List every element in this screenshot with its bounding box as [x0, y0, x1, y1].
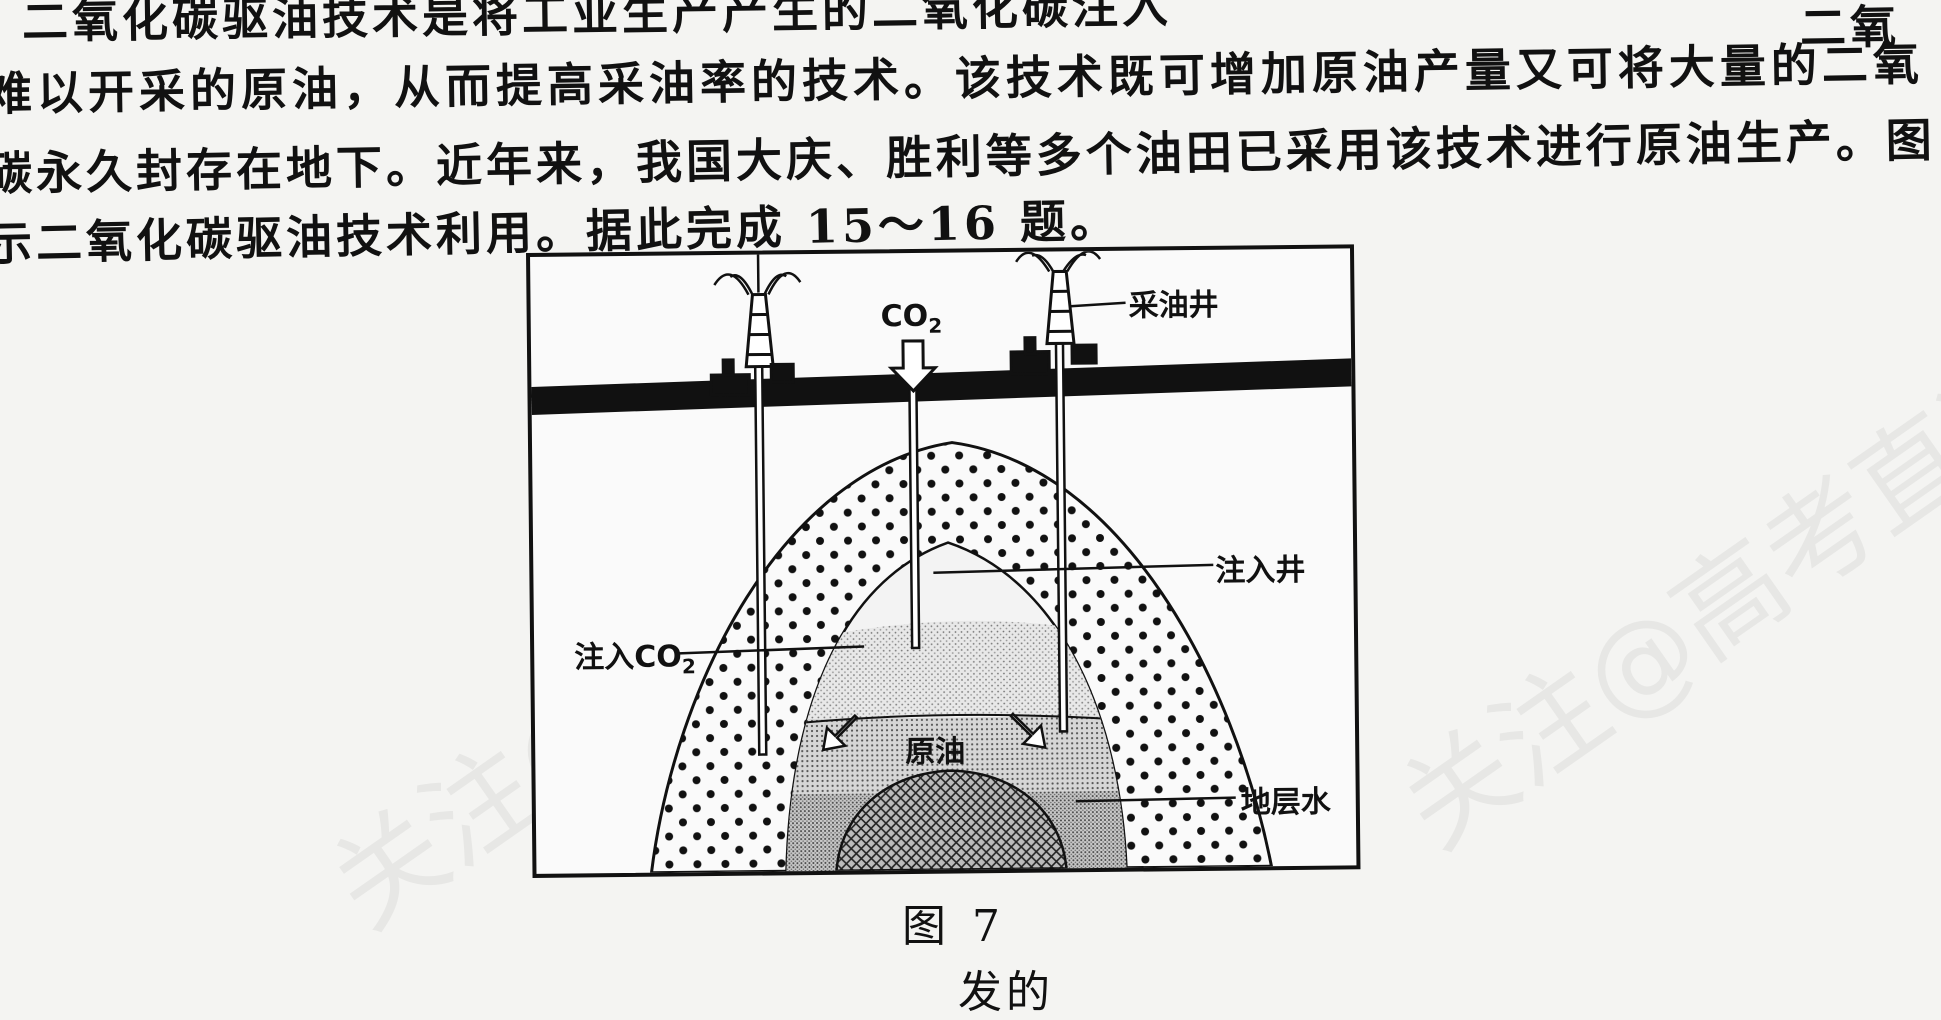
label-co2-subscript: 2 — [928, 313, 943, 338]
injection-well — [908, 371, 921, 650]
leader-production-well — [1070, 301, 1126, 308]
label-inject-co2-text: 注入CO — [574, 639, 682, 676]
label-co2-text: CO — [880, 298, 929, 335]
label-injection-well: 注入井 — [1215, 552, 1306, 589]
label-crude-oil: 原油 — [905, 734, 966, 771]
watermark: 关注@高考直通车 — [1378, 263, 1941, 873]
hatched-core — [835, 769, 1068, 873]
bottom-fragment-text: 发的 — [958, 967, 1054, 1018]
label-production-well: 采油井 — [1128, 287, 1219, 324]
label-inject-co2-subscript: 2 — [681, 654, 696, 679]
label-formation-water: 地层水 — [1240, 784, 1331, 821]
label-inject-co2: 注入CO2 — [574, 631, 696, 679]
flow-arrow-left — [821, 713, 859, 752]
flow-arrow-right — [1009, 712, 1047, 750]
ground-surface — [531, 358, 1352, 415]
co2-down-arrow — [887, 339, 939, 394]
derrick-right — [1009, 250, 1102, 376]
diagram-svg — [531, 250, 1352, 874]
leader-inject-co2 — [679, 645, 865, 655]
figure-7-diagram: 采油井 CO2 注入井 注入CO2 原油 地层水 — [526, 244, 1361, 878]
leader-injection-well — [933, 563, 1214, 575]
derrick-left — [709, 252, 802, 397]
label-co2: CO2 — [881, 299, 943, 339]
figure-caption: 图 7 — [902, 901, 1006, 952]
injected-co2-zone — [784, 620, 1127, 725]
leader-formation-water — [1075, 796, 1236, 803]
